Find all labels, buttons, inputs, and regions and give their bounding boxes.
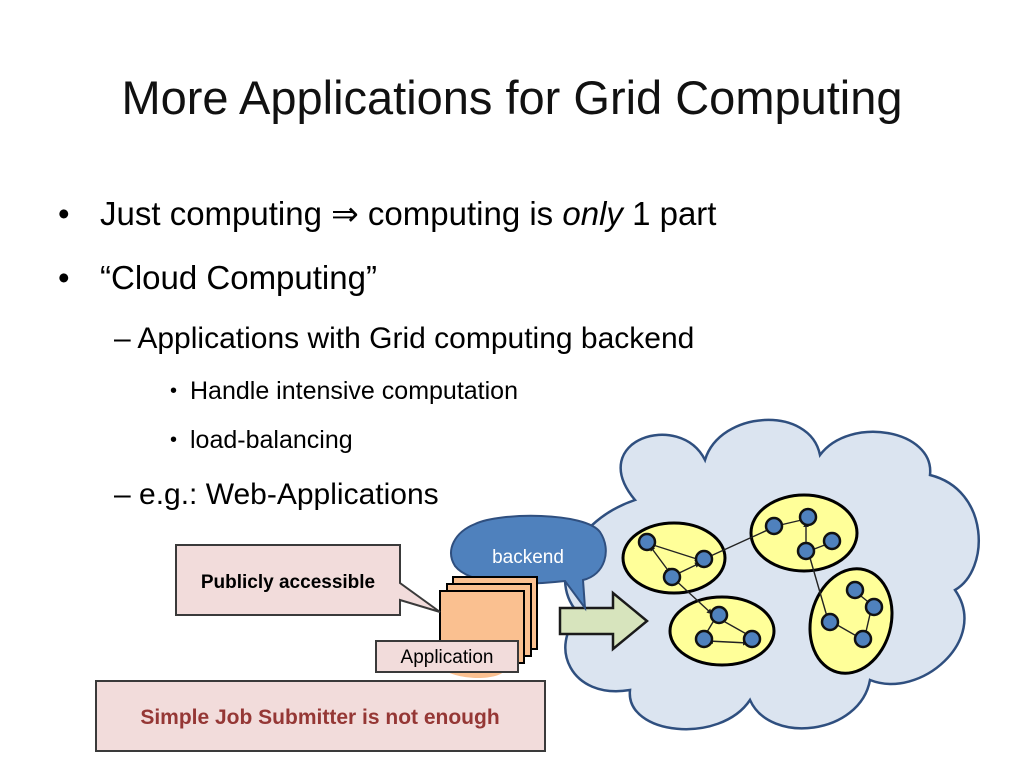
publicly-accessible-callout	[175, 544, 441, 616]
bullet-marker: •	[58, 195, 70, 232]
bullet-text-prefix: Just computing ⇒ computing is	[100, 195, 563, 232]
bullet-text-suffix: 1 part	[622, 195, 717, 232]
bullet-text: “Cloud Computing”	[100, 259, 377, 296]
publicly-accessible-label: Publicly accessible	[201, 572, 375, 593]
bullet-text: Just computing ⇒ computing is only 1 par…	[100, 194, 716, 234]
bullet-marker: •	[58, 259, 70, 296]
backend-bubble	[450, 514, 607, 612]
compute-nodes	[637, 507, 884, 649]
application-label: Application	[401, 647, 494, 668]
bullet-marker: •	[170, 380, 178, 402]
sub-bullet-grid-backend: – Applications with Grid computing backe…	[114, 322, 695, 355]
backend-label: backend	[492, 547, 564, 568]
job-submitter-box	[95, 680, 546, 752]
bullet-text: load-balancing	[190, 426, 353, 454]
bullet-text: Handle intensive computation	[190, 377, 518, 405]
arrow-to-cloud	[558, 590, 649, 652]
bullet-text-emphasis: only	[562, 195, 623, 232]
job-submitter-label: Simple Job Submitter is not enough	[140, 706, 499, 729]
sub-bullet-web-applications: – e.g.: Web-Applications	[114, 478, 439, 511]
slide-title: More Applications for Grid Computing	[121, 71, 903, 124]
bullet-marker: •	[170, 429, 178, 451]
application-label-box	[375, 640, 519, 673]
